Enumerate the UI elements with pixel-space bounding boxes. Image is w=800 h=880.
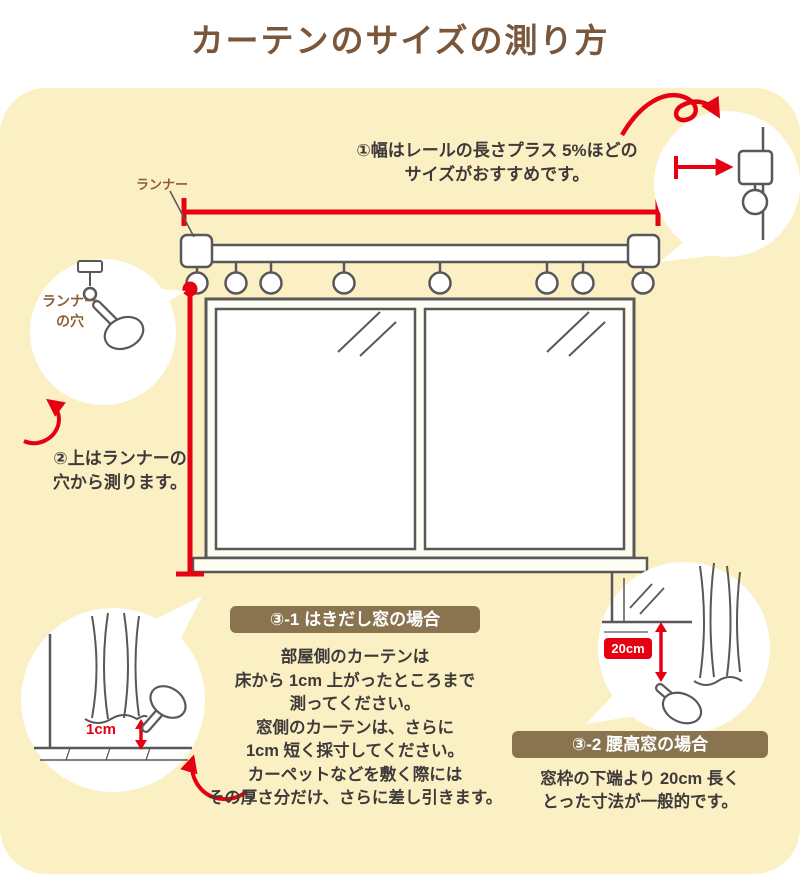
step1-line2: サイズがおすすめです。 [404, 165, 590, 184]
runner-hole-dot [182, 281, 198, 297]
runner-hole-label-line2: の穴 [56, 313, 84, 329]
instruction-line: カーペットなどを敷く際には [247, 765, 463, 784]
runner-hole [82, 286, 98, 302]
runner-label: ランナー [136, 177, 189, 192]
floor-illustration [34, 746, 192, 761]
inset-circle [654, 111, 800, 257]
height-measure-line [176, 281, 204, 577]
instruction-line: 部屋側のカーテンは [280, 648, 430, 666]
pointing-hand-illustration [92, 300, 145, 351]
step1-note: ①幅はレールの長さプラス 5%ほどの サイズがおすすめです。 [327, 139, 667, 187]
window-pane-left [214, 307, 417, 551]
step1-line1: ①幅はレールの長さプラス 5%ほどの [356, 141, 638, 160]
twenty-cm-label: 20cm [604, 638, 652, 659]
instruction-line: 窓枠の下端より 20cm 長く [540, 770, 740, 788]
instruction-line: 1cm 短く採寸してください。 [245, 742, 465, 760]
pointing-hand-illustration [655, 683, 703, 725]
runner-rings [185, 263, 655, 295]
window-pane-right [423, 307, 626, 551]
inset-floor-gap-zoom [21, 596, 205, 792]
step2-line2: 穴から測ります。 [52, 473, 188, 492]
window-illustration [191, 297, 649, 574]
instruction-line: 窓側のカーテンは、さらに [256, 718, 454, 737]
instruction-line: 測ってください。 [289, 695, 421, 713]
curtain-rail [179, 233, 661, 269]
window-sill [191, 556, 649, 574]
inset-circle [30, 259, 176, 405]
step2-note: ②上はランナーの 穴から測ります。 [36, 447, 204, 495]
pointing-hand-illustration [141, 685, 187, 733]
instruction-line: その厚さ分だけ、さらに差し引きます。 [207, 789, 503, 807]
runner-hole-label-line1: ランナー [42, 293, 98, 309]
inset-circle [598, 562, 770, 734]
curtain-illustration [693, 562, 743, 686]
step2-line1: ②上はランナーの [53, 449, 187, 468]
inset-below-sill-zoom [586, 562, 770, 734]
step3-2-badge: ③-2 腰高窓の場合 [512, 731, 768, 758]
swoosh-arrow-left [23, 398, 66, 446]
inset-circle [21, 608, 205, 792]
step3-1-instructions: 部屋側のカーテンは 床から 1cm 上がったところまで 測ってください。 窓側の… [188, 646, 522, 811]
width-measure-line [181, 198, 661, 226]
window-corner-illustration [602, 572, 692, 633]
twenty-cm-arrow [655, 622, 667, 682]
swoosh-arrow-top-right [620, 93, 721, 137]
swoosh-arrow-bottom-left [180, 754, 249, 801]
curtain-illustration [84, 612, 148, 724]
instruction-line: とった寸法が一般的です。 [542, 793, 738, 811]
instruction-line: 床から 1cm 上がったところまで [234, 671, 476, 690]
one-cm-label: 1cm [86, 721, 117, 738]
inset-runner-hole-zoom [30, 259, 186, 405]
page-title: カーテンのサイズの測り方 [190, 22, 610, 59]
step3-1-badge: ③-1 はきだし窓の場合 [230, 606, 480, 633]
step3-2-instructions: 窓枠の下端より 20cm 長く とった寸法が一般的です。 [512, 768, 768, 814]
runner-hole-label: ランナー の穴 [34, 291, 106, 331]
runner-pointer-line [169, 190, 195, 238]
inset-rail-end-zoom [654, 111, 800, 262]
